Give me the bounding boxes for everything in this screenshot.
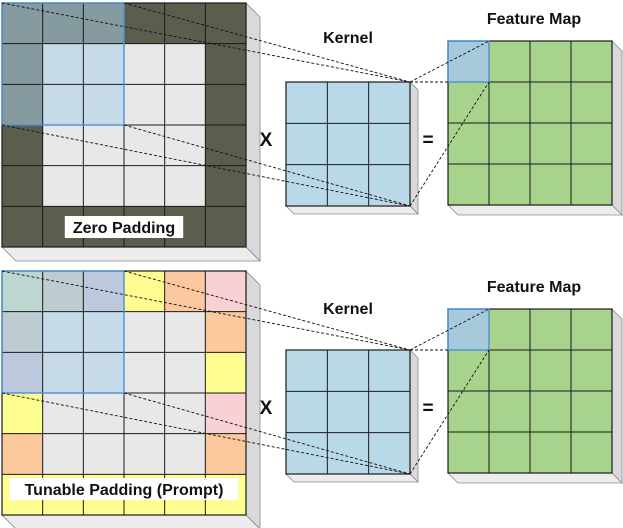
- input-cell: [83, 125, 124, 166]
- projection-line: [1, 2, 411, 83]
- input-cell: [124, 165, 165, 207]
- kernel-side-face: [409, 349, 419, 483]
- padding-cell: [205, 165, 246, 207]
- feature-map-label: Feature Map: [487, 279, 581, 296]
- padding-cell: [2, 433, 43, 475]
- padding-cell: [205, 271, 246, 312]
- kernel-label: Kernel: [323, 30, 373, 47]
- padding-cell: [2, 125, 43, 166]
- padding-cell: [205, 311, 246, 353]
- padding-cell: [205, 433, 246, 475]
- projection-line: [1, 270, 411, 351]
- padding-label: Tunable Padding (Prompt): [25, 482, 224, 499]
- padding-cell: [124, 271, 165, 312]
- padding-cell: [205, 125, 246, 166]
- input-cell: [164, 433, 206, 475]
- feature-map-bottom-face: [447, 204, 623, 216]
- feature-map-side-face: [611, 308, 623, 484]
- input-cell: [42, 165, 84, 207]
- input-cell: [83, 393, 124, 434]
- padding-cell: [205, 393, 246, 434]
- input-cell: [124, 43, 165, 85]
- projection-line: [409, 81, 490, 207]
- kernel-bottom-face: [285, 473, 419, 483]
- input-grid-bottom-face: [1, 514, 260, 528]
- projection-line: [123, 392, 411, 475]
- kernel-side-face: [409, 81, 419, 215]
- input-cell: [164, 125, 206, 166]
- projection-line: [123, 2, 411, 83]
- input-cell: [164, 311, 206, 353]
- input-cell: [124, 84, 165, 125]
- kernel-fill: [286, 350, 410, 474]
- input-cell: [124, 393, 165, 434]
- padding-cell: [124, 3, 165, 44]
- feature-map-label: Feature Map: [487, 11, 581, 28]
- feature-map-border: [447, 308, 613, 474]
- input-cell: [42, 433, 84, 475]
- padding-cell: [2, 393, 43, 434]
- projection-line: [123, 270, 411, 351]
- padding-cell: [205, 43, 246, 85]
- panel-tunable: Tunable Padding (Prompt) Kernel Feature Ma…: [1, 270, 623, 528]
- input-cell: [164, 165, 206, 207]
- kernel-overlay: [2, 271, 124, 393]
- feature-map-bottom-face: [447, 472, 623, 484]
- input-cell: [83, 165, 124, 207]
- kernel-border: [285, 81, 411, 207]
- input-cell: [42, 125, 84, 166]
- feature-map-output-cell: [448, 41, 489, 82]
- projection-line: [123, 124, 411, 207]
- input-grid-side-face: [245, 270, 261, 528]
- feature-map-output-cell: [448, 309, 489, 350]
- input-cell: [164, 43, 206, 85]
- padding-label-bg: [64, 216, 184, 238]
- feature-map-side-face: [611, 40, 623, 216]
- padding-cell: [205, 352, 246, 393]
- input-cell: [124, 352, 165, 393]
- input-cell: [124, 125, 165, 166]
- equals-operator: =: [422, 130, 433, 151]
- kernel-overlay: [2, 3, 124, 125]
- kernel-bottom-face: [285, 205, 419, 215]
- padding-label-bg: [9, 478, 239, 500]
- kernel-overlay-border: [1, 270, 125, 394]
- feature-map-output-border: [447, 40, 490, 83]
- input-grid-bottom-face: [1, 246, 261, 262]
- projection-line: [409, 349, 490, 475]
- feature-map-border: [447, 40, 613, 206]
- input-cell: [124, 433, 165, 475]
- feature-map-output-border: [447, 308, 490, 351]
- multiply-operator: X: [260, 130, 273, 151]
- padding-label: Zero Padding: [73, 220, 175, 237]
- kernel-label: Kernel: [323, 301, 373, 318]
- input-cell: [124, 311, 165, 353]
- kernel-fill: [286, 82, 410, 206]
- input-cell: [83, 433, 124, 475]
- input-cell: [164, 84, 206, 125]
- multiply-operator: X: [260, 398, 273, 419]
- padding-cell: [2, 165, 43, 207]
- input-cell: [164, 393, 206, 434]
- kernel-overlay-border: [1, 2, 125, 126]
- input-grid-side-face: [245, 2, 261, 262]
- padding-cell: [205, 84, 246, 125]
- projection-line: [1, 124, 411, 207]
- padding-cell: [205, 3, 246, 44]
- padding-cell: [205, 206, 246, 247]
- input-cell: [42, 393, 84, 434]
- padding-cell: [2, 206, 43, 247]
- kernel-border: [285, 349, 411, 475]
- equals-operator: =: [422, 398, 433, 419]
- input-cell: [164, 352, 206, 393]
- projection-line: [1, 392, 411, 475]
